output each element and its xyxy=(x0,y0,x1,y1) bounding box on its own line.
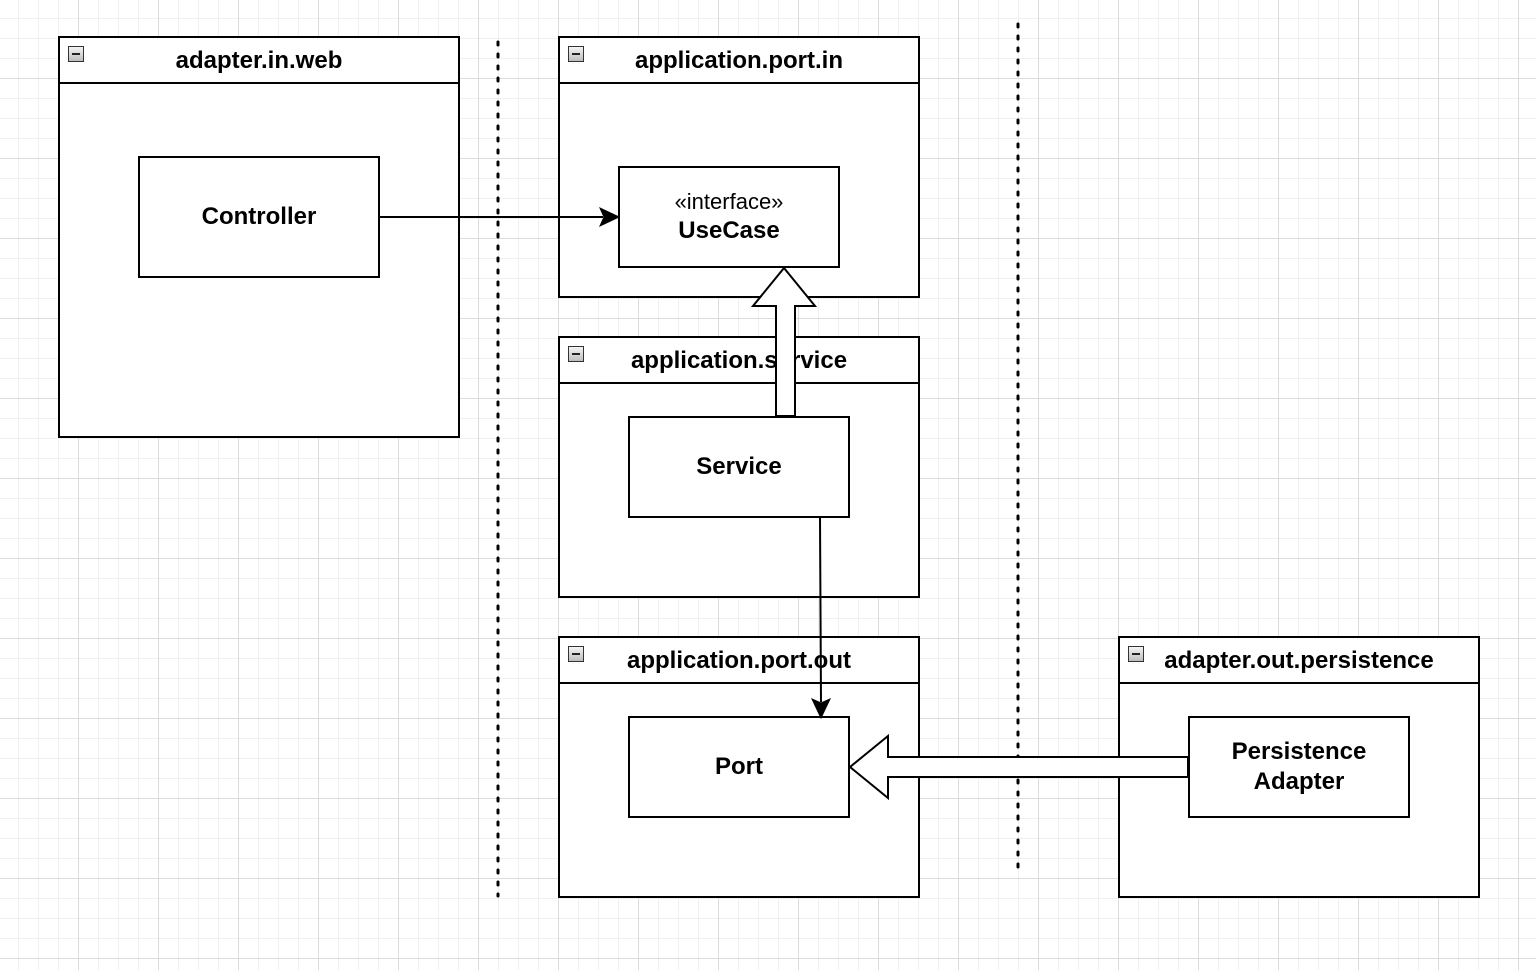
edge-service-to-usecase[interactable] xyxy=(750,266,818,417)
package-header: adapter.in.web xyxy=(60,38,458,84)
collapse-icon[interactable] xyxy=(568,646,584,662)
package-title: adapter.in.web xyxy=(175,47,343,74)
arrowhead xyxy=(598,206,621,228)
class-name: Port xyxy=(715,753,763,780)
block-arrow xyxy=(848,733,1189,801)
package-title: application.port.out xyxy=(627,647,851,674)
edge-controller-to-usecase[interactable] xyxy=(380,206,621,228)
edge-service-to-port[interactable] xyxy=(810,517,832,720)
block-arrow xyxy=(750,266,818,417)
collapse-icon[interactable] xyxy=(568,346,584,362)
package-title: adapter.out.persistence xyxy=(1164,647,1434,674)
class-usecase[interactable]: «interface» UseCase xyxy=(618,166,840,268)
arrowhead xyxy=(810,697,832,720)
package-header: application.port.out xyxy=(560,638,918,684)
package-header: application.service xyxy=(560,338,918,384)
class-name-line-2: Adapter xyxy=(1253,768,1345,795)
class-name: Service xyxy=(696,453,782,480)
collapse-icon[interactable] xyxy=(68,46,84,62)
class-persistence-adapter[interactable]: Persistence Adapter xyxy=(1188,716,1410,818)
collapse-icon[interactable] xyxy=(568,46,584,62)
collapse-icon[interactable] xyxy=(1128,646,1144,662)
package-title: application.port.in xyxy=(635,47,843,74)
edge-persistence-adapter-to-port[interactable] xyxy=(848,733,1189,801)
class-name: Controller xyxy=(201,203,317,230)
class-name: UseCase xyxy=(678,217,780,244)
class-stereotype: «interface» xyxy=(674,189,784,214)
class-controller[interactable]: Controller xyxy=(138,156,380,278)
class-service[interactable]: Service xyxy=(628,416,850,518)
class-name-line-1: Persistence xyxy=(1231,738,1367,765)
package-header: adapter.out.persistence xyxy=(1120,638,1478,684)
package-title: application.service xyxy=(630,347,848,374)
package-header: application.port.in xyxy=(560,38,918,84)
